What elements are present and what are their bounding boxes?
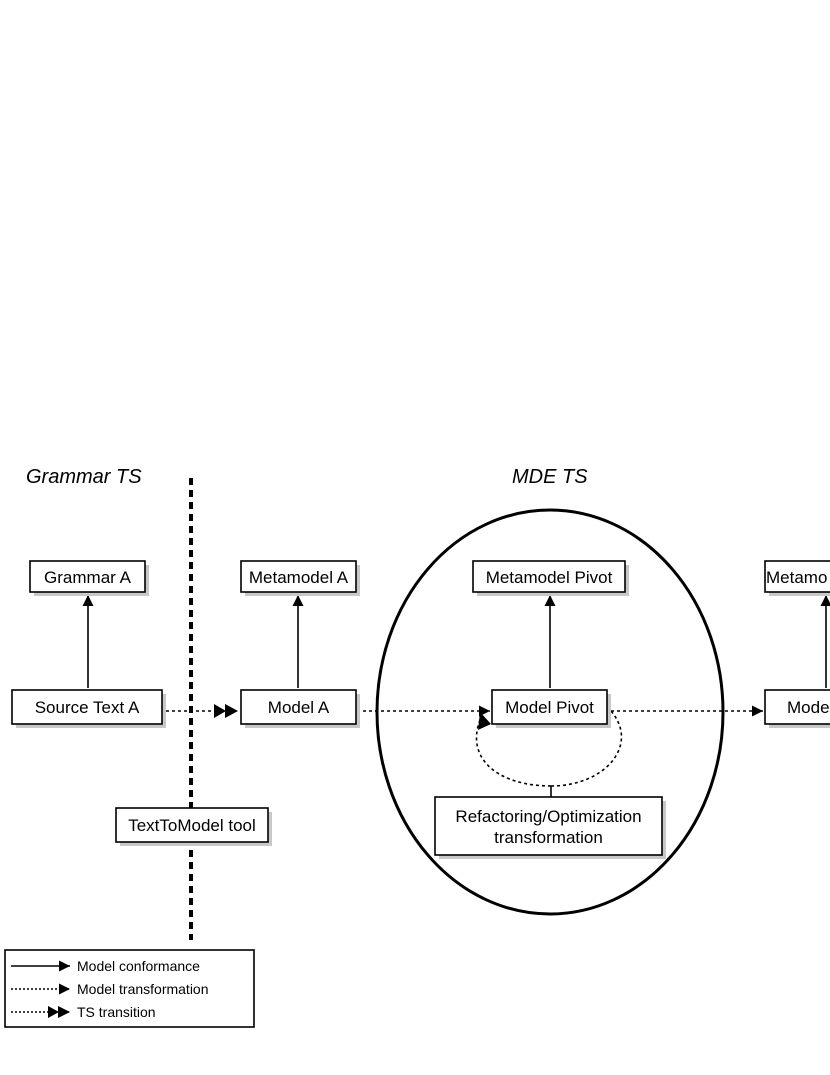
- model-b-label: Mode: [787, 698, 830, 717]
- grammar-a-label: Grammar A: [44, 568, 132, 587]
- legend-ts-transition-label: TS transition: [77, 1004, 156, 1020]
- texttomodel-tool-label: TextToModel tool: [128, 816, 256, 835]
- refactoring-loop-head: [478, 712, 491, 730]
- source-text-a-box: Source Text A: [11, 689, 166, 728]
- metamodel-pivot-box: Metamodel Pivot: [472, 560, 629, 596]
- pivot-ellipse: [375, 508, 725, 916]
- mde-ts-title: MDE TS: [512, 466, 588, 488]
- refactoring-label-line2: transformation: [494, 828, 603, 847]
- grammar-a-box: Grammar A: [29, 560, 149, 596]
- source-text-a-label: Source Text A: [35, 698, 140, 717]
- refactoring-loop: [475, 710, 623, 787]
- refactoring-box: Refactoring/Optimization transformation: [434, 796, 666, 859]
- model-pivot-label: Model Pivot: [505, 698, 594, 717]
- metamodel-pivot-label: Metamodel Pivot: [486, 568, 613, 587]
- model-a-box: Model A: [240, 689, 360, 728]
- model-b-box: Mode: [764, 689, 830, 728]
- legend-transformation-label: Model transformation: [77, 981, 209, 997]
- metamodel-b-box: Metamo: [764, 560, 830, 596]
- refactoring-label-line1: Refactoring/Optimization: [455, 807, 641, 826]
- metamodel-b-label: Metamo: [766, 568, 827, 587]
- legend-conformance-label: Model conformance: [77, 958, 200, 974]
- metamodel-a-box: Metamodel A: [240, 560, 360, 596]
- ts-transition-head-1: [214, 704, 226, 718]
- legend-ts-transition-head-2: [58, 1006, 70, 1018]
- ts-transition-head-2: [225, 704, 238, 718]
- grammar-ts-title: Grammar TS: [26, 466, 142, 488]
- model-a-label: Model A: [268, 698, 330, 717]
- texttomodel-tool-box: TextToModel tool: [115, 807, 272, 846]
- model-pivot-box: Model Pivot: [491, 689, 611, 728]
- legend: Model conformance Model transformation T…: [4, 949, 255, 1028]
- legend-ts-transition-head-1: [48, 1006, 59, 1018]
- metamodel-a-label: Metamodel A: [249, 568, 349, 587]
